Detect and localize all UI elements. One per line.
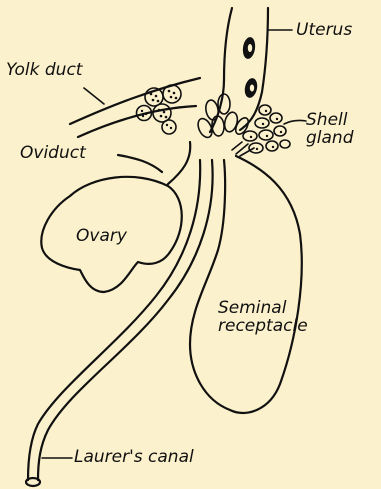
uterus-egg xyxy=(243,77,259,99)
oviduct-pointer xyxy=(118,155,162,172)
label-laurers-canal: Laurer's canal xyxy=(74,449,194,467)
shell-gland-cells xyxy=(243,105,290,153)
oviduct-duct xyxy=(168,142,190,184)
ootype-cells xyxy=(195,94,250,140)
laurers-canal-opening xyxy=(26,478,40,486)
seminal-receptacle-outline xyxy=(190,156,302,413)
shell-gland-pointer xyxy=(284,120,306,124)
yolk-duct-pointer xyxy=(84,88,104,104)
yolk-cells xyxy=(137,85,182,134)
laurers-canal-outer xyxy=(38,160,213,480)
label-ovary: Ovary xyxy=(76,228,127,246)
uterus-right-wall xyxy=(240,8,268,130)
label-yolk-duct: Yolk duct xyxy=(6,62,82,80)
uterus-egg xyxy=(242,36,257,59)
label-seminal-receptacle: Seminal receptacle xyxy=(218,300,302,336)
label-uterus: Uterus xyxy=(296,22,352,40)
laurers-canal-inner xyxy=(28,160,200,480)
label-oviduct: Oviduct xyxy=(20,145,86,163)
label-shell-gland: Shell gland xyxy=(306,112,376,148)
